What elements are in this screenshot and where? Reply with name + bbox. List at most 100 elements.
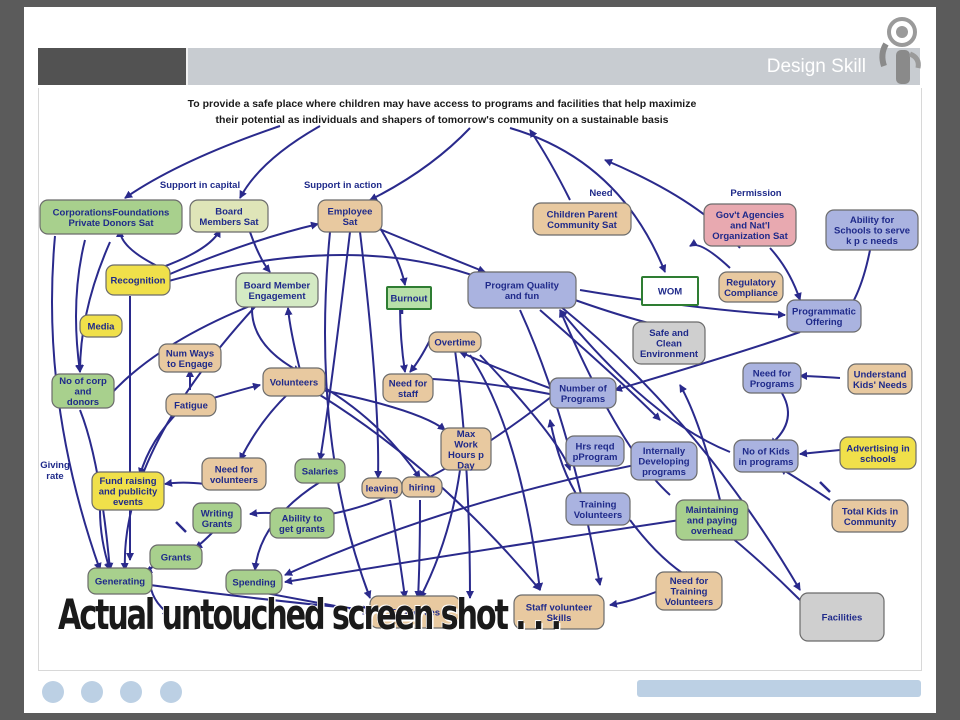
link xyxy=(124,125,281,199)
node-box xyxy=(189,199,269,233)
node-label: Community Sat xyxy=(547,220,618,231)
node-box xyxy=(91,471,165,511)
link xyxy=(321,389,446,431)
node-label: in programs xyxy=(739,457,794,468)
node-label: events xyxy=(113,497,143,508)
node-label: Salaries xyxy=(302,467,338,478)
node-label: and xyxy=(75,387,92,398)
node-label: leaving xyxy=(366,484,399,495)
node-box xyxy=(632,321,706,365)
node-box xyxy=(51,373,115,409)
node-box xyxy=(655,571,723,611)
label-support-capital: Support in capital xyxy=(160,180,240,191)
link xyxy=(284,519,681,585)
node-generating: Generating xyxy=(87,567,153,595)
node-box xyxy=(105,264,171,296)
node-box xyxy=(192,502,242,534)
link xyxy=(459,351,556,391)
node-label: No of corp xyxy=(59,376,107,387)
link xyxy=(324,389,561,518)
node-label: Number of xyxy=(559,383,607,394)
node-label: programs xyxy=(642,467,686,478)
node-label: CorporationsFoundations xyxy=(53,207,170,218)
node-label: Programmatic xyxy=(792,306,856,317)
node-label: Num Ways xyxy=(166,348,214,359)
node-label: Ability for xyxy=(850,215,895,226)
node-label: Max xyxy=(457,429,476,440)
node-label: Kids' Needs xyxy=(853,380,907,391)
label-need: Need xyxy=(589,188,612,199)
node-label: Members Sat xyxy=(199,217,259,228)
node-label: Advertising in xyxy=(846,443,910,454)
node-media: Media xyxy=(79,314,123,338)
node-label: Program Quality xyxy=(485,280,560,291)
node-leaving: leaving xyxy=(361,477,403,499)
node-label: Writing xyxy=(201,508,234,519)
node-label: Training xyxy=(580,499,617,510)
screenshot-caption: Actual untouched screen shot . . . xyxy=(58,590,562,639)
node-facilities: Facilities xyxy=(799,592,885,642)
delay-mark xyxy=(819,481,831,493)
node-box xyxy=(565,492,631,526)
node-label: overhead xyxy=(691,526,733,537)
link xyxy=(169,221,319,275)
link xyxy=(539,309,661,421)
node-box xyxy=(428,331,482,353)
link xyxy=(769,389,789,446)
footer-bar xyxy=(637,680,921,697)
link xyxy=(414,499,423,599)
link xyxy=(559,309,671,496)
node-overtime: Overtime xyxy=(428,331,482,353)
node-label: Maintaining xyxy=(686,505,739,516)
node-box xyxy=(158,343,222,373)
node-box xyxy=(839,436,917,470)
node-label: Schools to serve xyxy=(834,226,910,237)
node-label: Need for xyxy=(215,464,254,475)
node-label: Training xyxy=(671,587,708,598)
node-box xyxy=(369,595,461,629)
link xyxy=(120,295,266,571)
node-label: Recognition xyxy=(111,276,166,287)
node-label: Fund raising xyxy=(100,476,157,487)
link xyxy=(164,253,481,283)
node-label: volunteers xyxy=(210,475,258,486)
node-box xyxy=(235,272,319,308)
node-wom: WOM xyxy=(641,276,699,306)
node-label: Fatigue xyxy=(174,401,208,412)
link xyxy=(799,372,841,381)
node-box xyxy=(87,567,153,595)
title-bar-dark-segment xyxy=(38,48,186,85)
node-hiring: hiring xyxy=(401,476,443,498)
node-box xyxy=(786,299,862,333)
node-burnout: Burnout xyxy=(386,286,432,310)
node-box xyxy=(79,314,123,338)
node-label: Day xyxy=(457,460,475,471)
link xyxy=(389,499,409,599)
label-giving: Giving xyxy=(40,460,70,471)
mission-line-2: their potential as individuals and shape… xyxy=(216,114,669,126)
node-label: Regulatory xyxy=(726,277,776,288)
node-grants: Grants xyxy=(149,544,203,570)
node-label: Facilities xyxy=(822,613,863,624)
node-label: pProgram xyxy=(573,452,618,463)
link xyxy=(454,349,474,599)
link xyxy=(679,384,721,501)
